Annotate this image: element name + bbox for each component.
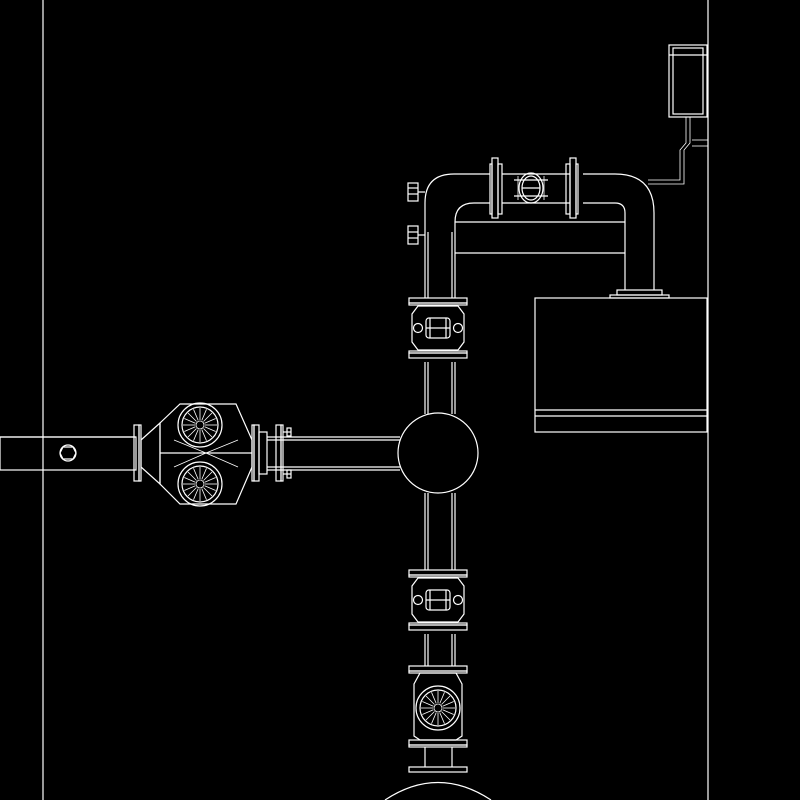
header-vessel bbox=[397, 412, 479, 494]
control-cable bbox=[648, 117, 708, 185]
butterfly-valve-upper bbox=[514, 172, 548, 204]
inlet-flange bbox=[133, 424, 142, 482]
outlet-flange-bottom bbox=[408, 766, 468, 773]
lower-outlet-pipe bbox=[424, 747, 453, 767]
inline-pump-lower bbox=[413, 672, 463, 741]
upper-flange-right bbox=[565, 157, 579, 219]
lower-spool-pipe bbox=[424, 634, 456, 666]
pump-impeller-upper-icon bbox=[177, 402, 223, 448]
twin-pump-left bbox=[140, 402, 253, 507]
gate-valve-upper bbox=[408, 297, 468, 359]
pump-impeller-lower-icon bbox=[177, 461, 223, 507]
inline-pump-top-flange bbox=[408, 665, 468, 674]
storage-tank bbox=[534, 297, 708, 433]
pump-outlet-flanges bbox=[251, 424, 292, 482]
tank-nozzle-flange bbox=[609, 289, 670, 299]
riser-pipe-lower bbox=[424, 493, 456, 570]
control-cabinet bbox=[668, 44, 708, 118]
inline-pump-bottom-flange bbox=[408, 739, 468, 748]
upper-flange-left bbox=[489, 157, 503, 219]
riser-pipe-upper bbox=[424, 362, 456, 414]
pressure-gauge-icon bbox=[407, 182, 425, 202]
riser-pipe-to-elbow bbox=[424, 232, 456, 298]
inlet-strainer-icon bbox=[59, 444, 77, 462]
gate-valve-lower bbox=[408, 569, 468, 631]
thermometer-icon bbox=[407, 225, 425, 245]
bottom-vessel bbox=[384, 782, 492, 800]
horizontal-header-pipe bbox=[267, 436, 400, 471]
inlet-pipe bbox=[0, 436, 137, 471]
pump-impeller-bottom-icon bbox=[415, 685, 461, 731]
upper-loop-pipe bbox=[424, 173, 655, 290]
